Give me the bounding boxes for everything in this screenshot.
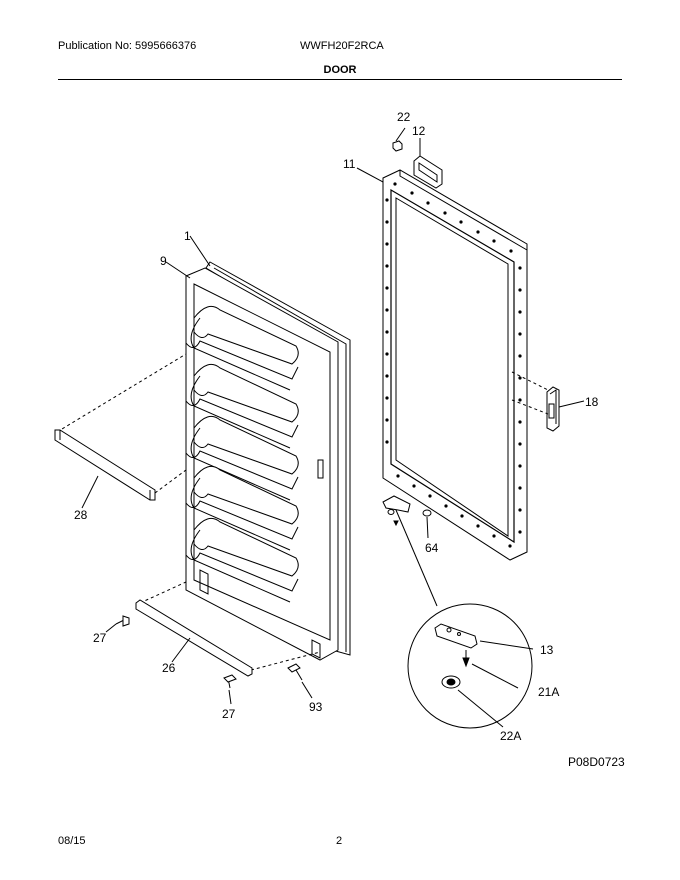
part-label-28: 28 <box>74 508 88 522</box>
part-label-11: 11 <box>343 157 356 171</box>
part-label-21a: 21A <box>538 685 559 699</box>
footer-page-number: 2 <box>336 835 343 847</box>
projection-lines <box>56 353 549 671</box>
screw-93 <box>287 663 313 699</box>
part-label-27-bottom: 27 <box>222 707 236 721</box>
hinge-detail-callout <box>395 509 534 729</box>
hinge-bracket-small <box>382 495 432 539</box>
outer-door-panel <box>382 169 528 561</box>
part-label-22: 22 <box>397 110 411 124</box>
screw-27-bottom <box>223 674 237 705</box>
inner-liner-9 <box>165 261 339 661</box>
door-shelf <box>185 465 299 551</box>
screw-27-top <box>105 615 130 633</box>
section-title: DOOR <box>323 64 357 76</box>
part-label-1: 1 <box>184 229 191 243</box>
part-label-26: 26 <box>162 661 176 675</box>
footer-date: 08/15 <box>58 835 86 847</box>
part-label-18: 18 <box>585 395 599 409</box>
shelf-bar-28 <box>54 429 156 509</box>
top-plug-22 <box>392 127 406 152</box>
door-shelf <box>185 363 299 449</box>
part-label-27-top: 27 <box>93 631 107 645</box>
part-label-13: 13 <box>540 643 554 657</box>
door-shelf <box>185 517 299 603</box>
part-label-9: 9 <box>160 254 167 268</box>
plate-12 <box>413 138 443 189</box>
part-label-22a: 22A <box>500 729 521 743</box>
part-label-12: 12 <box>412 124 426 138</box>
part-label-93: 93 <box>309 700 323 714</box>
bottom-bar-26 <box>135 599 253 677</box>
header-rule <box>58 79 622 80</box>
publication-number: Publication No: 5995666376 <box>58 40 197 52</box>
diagram-code: P08D0723 <box>568 755 625 769</box>
door-shelf <box>185 415 299 501</box>
part-label-64: 64 <box>425 541 439 555</box>
door-shelf <box>185 305 299 391</box>
handle-18 <box>546 386 585 432</box>
model-number: WWFH20F2RCA <box>300 40 384 52</box>
